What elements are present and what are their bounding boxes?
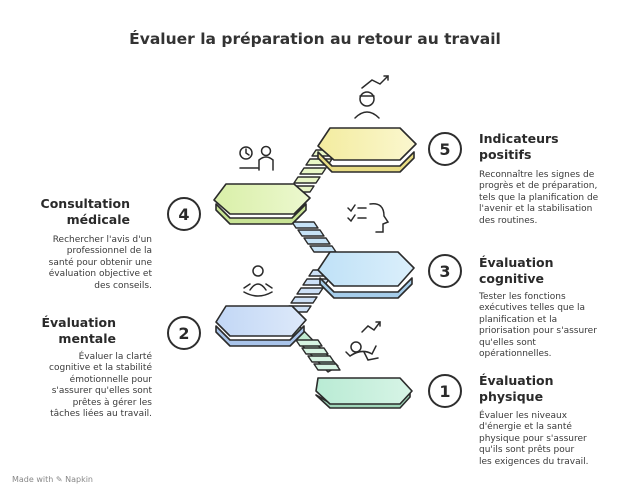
footer-credit: Made with ✎ Napkin: [12, 475, 93, 484]
step-title-5: Indicateurs positifs: [479, 131, 559, 162]
platform-5: [317, 127, 417, 173]
meditation-icon: [243, 265, 273, 297]
platform-4: [213, 183, 311, 225]
platform-3: [317, 251, 415, 299]
platform-2: [215, 305, 307, 347]
consultation-icon: [239, 145, 274, 171]
exercise-icon: [345, 321, 381, 361]
step-number-2: 2: [167, 316, 201, 350]
step-desc-2: Évaluer la clarté cognitive et la stabil…: [49, 352, 152, 420]
step-title-4: Consultation médicale: [40, 196, 130, 227]
step-desc-5: Reconnaître les signes de progrès et de …: [479, 170, 599, 226]
step-title-1: Évaluation physique: [479, 373, 554, 404]
step-title-3: Évaluation cognitive: [479, 255, 554, 286]
step-title-2: Évaluation mentale: [41, 315, 117, 346]
platform-1: [315, 377, 413, 409]
step-number-1: 1: [428, 374, 462, 408]
step-number-5: 5: [428, 132, 462, 166]
step-number-3: 3: [428, 254, 462, 288]
growth-person-icon: [354, 75, 389, 119]
step-desc-1: Évaluer les niveaux d'énergie et la sant…: [479, 411, 589, 467]
page-title: Évaluer la préparation au retour au trav…: [129, 30, 501, 48]
stair-flight-1: [289, 326, 341, 373]
step-desc-4: Rechercher l'avis d'un professionnel de …: [48, 235, 152, 291]
stair-flight-3: [291, 221, 337, 253]
checklist-head-icon: [347, 203, 390, 233]
step-desc-3: Tester les fonctions exécutives telles q…: [479, 292, 597, 360]
step-number-4: 4: [167, 197, 201, 231]
